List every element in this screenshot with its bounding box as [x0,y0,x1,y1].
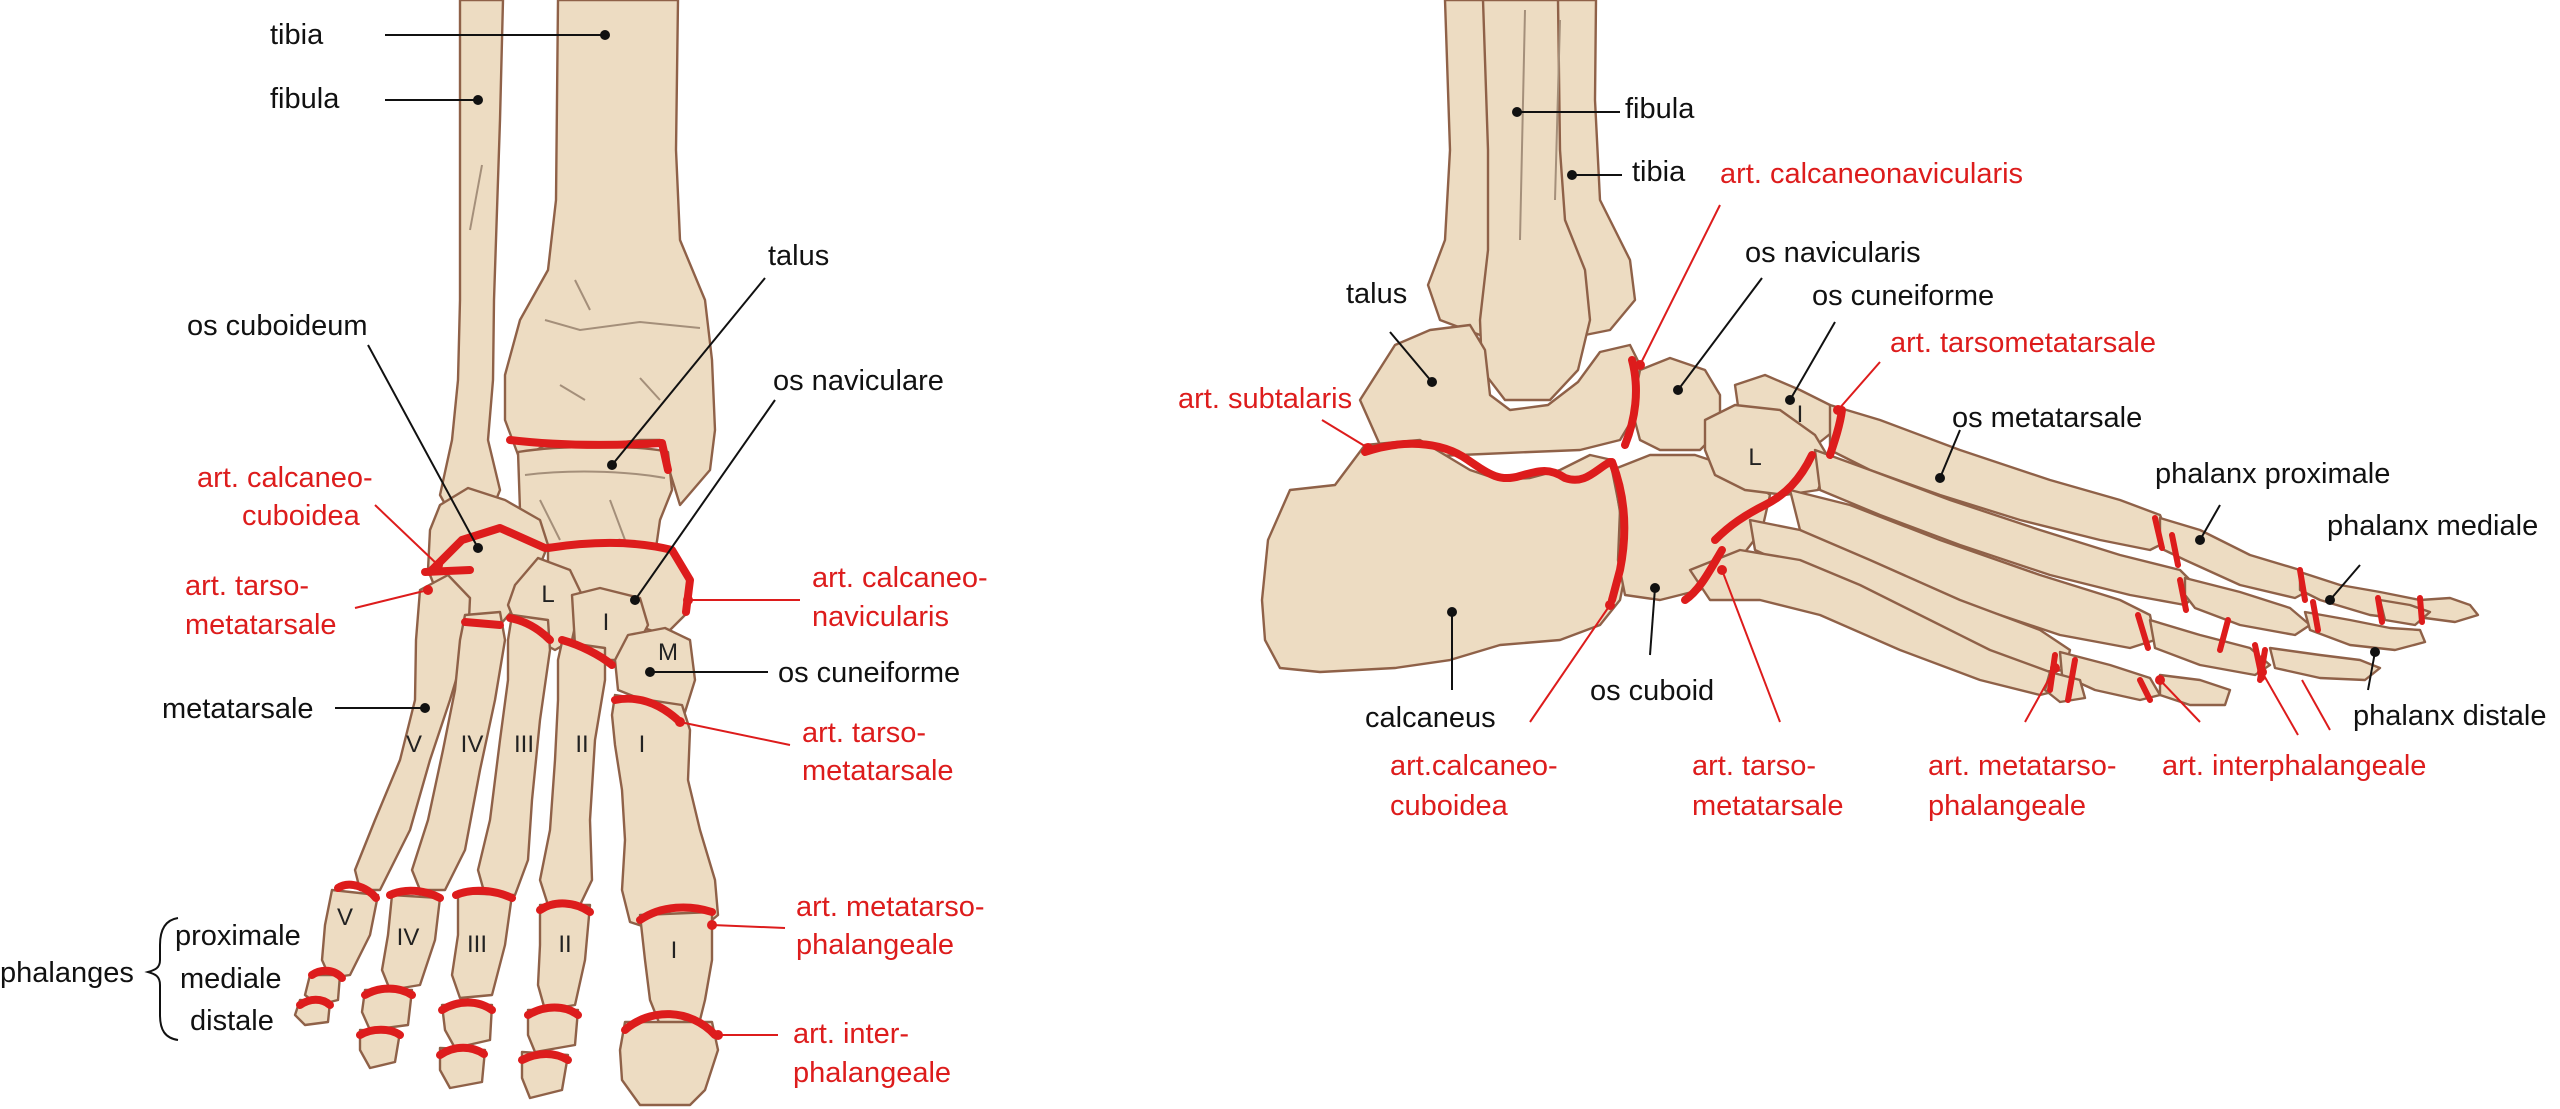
numeral-mt-iv: IV [461,731,484,758]
label-art-calcaneonavicularis: art. calcaneonavicularis [1720,158,2023,190]
numeral-ph-v: V [337,904,353,931]
label-fibula-lateral: fibula [1625,93,1695,125]
label-art-tarsometatarsale-r-2: metatarsale [802,755,954,787]
numeral-mt-ii: II [575,731,588,758]
dorsal-metatarsal-ii [538,640,607,907]
label-os-naviculare: os naviculare [773,365,944,397]
label-talus-lateral: talus [1346,278,1407,310]
leader-lines [144,30,2380,1041]
label-art-tarsometatarsale-bottom-1: art. tarso- [1692,750,1816,782]
label-art-calcaneocuboidea-lat-1: art.calcaneo- [1390,750,1558,782]
numeral-mt-iii: III [514,731,534,758]
label-art-interphalangeale-1: art. inter- [793,1018,909,1050]
numeral-lat-cuneiform-i: I [1797,401,1804,428]
label-art-metatarsophalangeale-lat-2: phalangeale [1928,790,2086,822]
label-talus-dorsal: talus [768,240,829,272]
dorsal-joint-lines [296,436,719,1064]
lateral-calcaneus-bone [1260,438,1630,674]
numeral-ph-ii: II [558,931,571,958]
label-art-interphalangeale-2: phalangeale [793,1057,951,1089]
label-art-calcaneocuboidea-lat-2: cuboidea [1390,790,1509,822]
lateral-fibula-bone [1478,0,1592,402]
label-phalanx-distale: phalanx distale [2353,700,2546,732]
numeral-mt-i: I [639,731,646,758]
dorsal-phalanges [293,888,720,1107]
label-art-metatarsophalangeale-lat-1: art. metatarso- [1928,750,2117,782]
numeral-lat-cuneiform-l: L [1748,444,1761,471]
label-fibula-dorsal: fibula [270,83,340,115]
label-calcaneus: calcaneus [1365,702,1496,734]
dorsal-metatarsal-i [610,693,720,934]
dorsal-labels: tibia fibula talus os cuboideum os navic… [0,19,988,1089]
lateral-talus-bone [1358,323,1642,460]
label-art-interphalangeale-lat: art. interphalangeale [2162,750,2426,782]
label-art-calcaneocuboidea-1: art. calcaneo- [197,462,373,494]
lateral-foot-illustration [1260,0,2480,707]
label-art-tarsometatarsale-r-1: art. tarso- [802,717,926,749]
label-os-metatarsale: os metatarsale [1952,402,2142,434]
label-distale: distale [190,1005,274,1037]
dorsal-metatarsal-v [353,573,472,892]
label-phalanx-mediale: phalanx mediale [2327,510,2538,542]
numeral-cuneiform-i: I [603,609,610,636]
lateral-labels: fibula tibia talus os navicularis os cun… [1178,93,2546,822]
label-proximale: proximale [175,920,301,952]
label-tibia-dorsal: tibia [270,19,324,51]
numeral-ph-i: I [671,937,678,964]
label-os-navicularis: os navicularis [1745,237,1921,269]
label-art-tarsometatarsale-top: art. tarsometatarsale [1890,327,2156,359]
numeral-cuneiform-l: L [541,581,554,608]
label-art-metatarsophalangeale-2: phalangeale [796,929,954,961]
label-metatarsale: metatarsale [162,693,314,725]
label-art-calcaneocuboidea-2: cuboidea [242,500,361,532]
label-art-tarsometatarsale-bottom-2: metatarsale [1692,790,1844,822]
dorsal-foot-illustration [293,0,720,1107]
numeral-cuneiform-m: M [658,639,678,666]
label-phalanges: phalanges [0,957,134,989]
numeral-mt-v: V [406,731,422,758]
label-os-cuneiforme-lateral: os cuneiforme [1812,280,1994,312]
label-art-tarsometatarsale-l-1: art. tarso- [185,570,309,602]
label-art-subtalaris: art. subtalaris [1178,383,1352,415]
label-art-tarsometatarsale-l-2: metatarsale [185,609,337,641]
dorsal-fibula-bone [438,0,505,524]
label-phalanx-proximale: phalanx proximale [2155,458,2390,490]
label-os-cuboideum: os cuboideum [187,310,368,342]
numeral-ph-iii: III [467,931,487,958]
label-art-calcaneonavicularis-1: art. calcaneo- [812,562,988,594]
label-art-metatarsophalangeale-1: art. metatarso- [796,891,985,923]
label-os-cuneiforme-dorsal: os cuneiforme [778,657,960,689]
numeral-ph-iv: IV [397,924,420,951]
dorsal-tibia-bone [503,0,717,507]
label-os-cuboid: os cuboid [1590,675,1714,707]
label-art-calcaneonavicularis-2: navicularis [812,601,949,633]
label-mediale: mediale [180,963,282,995]
label-tibia-lateral: tibia [1632,156,1686,188]
dorsal-metatarsal-iv [410,610,507,892]
lateral-joint-lines [1361,356,2425,703]
